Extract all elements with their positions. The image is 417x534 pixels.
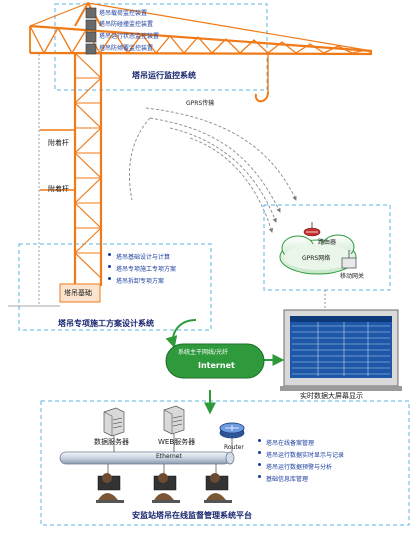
ethernet-label: Ethernet — [156, 453, 182, 460]
design-system-title: 塔吊专项施工方案设计系统 — [58, 319, 154, 328]
platform-title: 安监站塔吊在线监督管理系统平台 — [132, 511, 252, 520]
platform-router-icon — [219, 422, 245, 452]
gprs-network-label: GPRS网络 — [302, 255, 331, 262]
internet-link — [165, 319, 285, 415]
platform-zone — [40, 400, 410, 526]
web-server-label: WEB服务器 — [158, 438, 196, 446]
mobile-gateway-icon — [341, 250, 357, 269]
design-item: 塔吊基础设计与计算 — [108, 252, 176, 261]
web-server-icon — [163, 405, 185, 452]
monitoring-devices — [85, 7, 97, 55]
platform-function-item: 基础信息库管理 — [258, 474, 344, 483]
attach-rod-label-lower: 附着杆 — [48, 185, 69, 193]
device-label-status: 塔吊运行状态监控装置 — [99, 33, 160, 40]
design-system-zone — [18, 243, 212, 331]
crane-monitor-zone — [54, 3, 268, 91]
device-label-anticollision: 塔吊防碰撞监控装置 — [99, 21, 154, 28]
crane-foundation — [59, 283, 101, 303]
design-item: 塔吊拆卸专项方案 — [108, 276, 176, 285]
router-icon — [303, 222, 321, 237]
big-screen-display — [280, 309, 402, 391]
tower-crane — [29, 2, 373, 286]
workstation-users — [96, 464, 232, 503]
gprs-zone — [263, 204, 391, 291]
crane-monitor-system-title: 塔吊运行监控系统 — [132, 71, 196, 80]
data-server-icon — [103, 407, 125, 452]
design-item: 塔吊专项施工专项方案 — [108, 264, 176, 273]
screen-caption: 实时数据大屏幕显示 — [300, 392, 363, 400]
platform-functions: 塔吊在线备案管理 塔吊运行数据实时显示与记录 塔吊运行数据预警与分析 基础信息库… — [258, 438, 344, 486]
data-server-label: 数据服务器 — [94, 438, 129, 446]
crane-foundation-label: 塔吊基础 — [64, 289, 92, 297]
platform-function-item: 塔吊在线备案管理 — [258, 438, 344, 447]
design-system-items: 塔吊基础设计与计算 塔吊专项施工专项方案 塔吊拆卸专项方案 — [108, 252, 176, 288]
router-label: 路由器 — [318, 239, 337, 246]
device-label-load: 塔吊载荷监控装置 — [99, 10, 148, 17]
attach-rod-label-upper: 附着杆 — [48, 139, 69, 147]
device-label-antitilt: 塔吊防倾覆监控装置 — [99, 45, 154, 52]
platform-function-item: 塔吊运行数据实时显示与记录 — [258, 450, 344, 459]
building-outline — [8, 54, 60, 307]
gprs-cloud — [279, 234, 357, 275]
router-text-label: Router — [224, 444, 244, 451]
platform-function-item: 塔吊运行数据预警与分析 — [258, 462, 344, 471]
internet-label: Internet — [198, 361, 235, 370]
internet-backbone-label: 系统主干网线/光纤 — [178, 349, 229, 356]
mobile-gateway-label: 移动网关 — [340, 273, 365, 280]
gprs-transmission-label: GPRS传输 — [186, 100, 215, 107]
gprs-waves — [129, 107, 297, 233]
ethernet-bus — [59, 451, 235, 465]
